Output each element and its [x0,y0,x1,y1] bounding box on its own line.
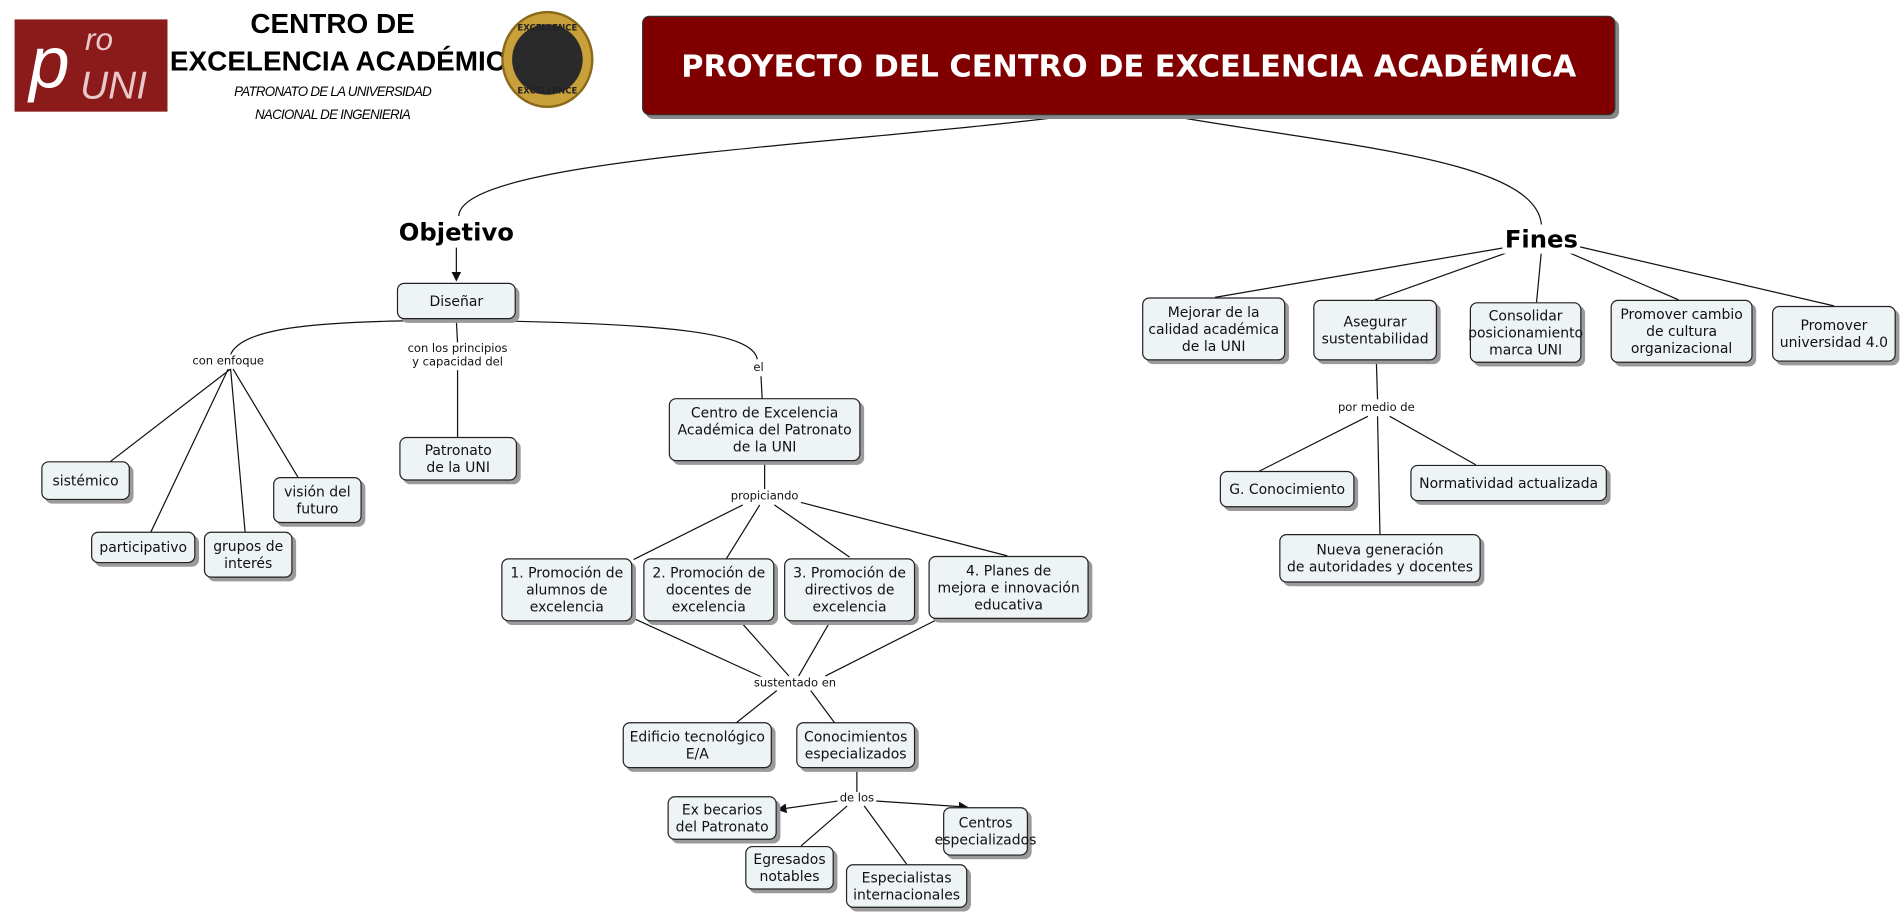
node-centros[interactable]: Centros especializados [935,807,1036,856]
link-de-los: de los [838,791,876,806]
node-nueva-generacion[interactable]: Nueva generación de autoridades y docent… [1279,534,1481,583]
node-consolidar-marca[interactable]: Consolidar posicionamiento marca UNI [1468,302,1583,363]
node-patronato[interactable]: Patronato de la UNI [399,436,518,481]
node-egresados[interactable]: Egresados notables [745,845,834,890]
header-line-1: CENTRO DE [250,7,415,39]
page-title: PROYECTO DEL CENTRO DE EXCELENCIA ACADÉM… [642,15,1616,116]
node-asegurar-sustentabilidad[interactable]: Asegurar sustentabilidad [1313,299,1438,361]
header-sub-2: NACIONAL DE INGENIERIA [254,108,411,123]
fines-label: Fines [1502,224,1581,254]
node-grupos-de-interes[interactable]: grupos de interés [203,531,293,578]
node-centro-excelencia[interactable]: Centro de Excelencia Académica del Patro… [668,398,861,462]
node-promover-cultura[interactable]: Promover cambio de cultura organizaciona… [1610,299,1753,363]
link-con-los-principios: con los principios y capacidad del [406,342,509,369]
node-promocion-alumnos[interactable]: 1. Promoción de alumnos de excelencia [501,558,633,622]
link-por-medio-de: por medio de [1336,401,1416,415]
node-participativo[interactable]: participativo [91,531,196,564]
link-con-enfoque: con enfoque [191,355,266,369]
header-line-2: EXCELENCIA ACADÉMICA [169,44,527,77]
node-promover-universidad[interactable]: Promover universidad 4.0 [1772,305,1896,362]
node-promocion-directivos[interactable]: 3. Promoción de directivos de excelencia [784,558,916,622]
node-edificio[interactable]: Edificio tecnológico E/A [622,722,772,769]
node-especialistas[interactable]: Especialistas internacionales [845,864,968,908]
node-disenar[interactable]: Diseñar [396,282,516,320]
node-g-conocimiento[interactable]: G. Conocimiento [1219,470,1355,508]
node-promocion-docentes[interactable]: 2. Promoción de docentes de excelencia [643,558,775,622]
header-sub-1: PATRONATO DE LA UNIVERSIDAD [234,84,432,100]
objetivo-label: Objetivo [396,217,517,247]
link-propiciando: propiciando [729,489,800,504]
node-normatividad[interactable]: Normatividad actualizada [1410,464,1607,502]
node-planes-mejora[interactable]: 4. Planes de mejora e innovación educati… [928,555,1089,619]
link-sustentado-en: sustentado en [752,676,838,690]
node-sistemico[interactable]: sistémico [41,461,130,501]
node-vision-del-futuro[interactable]: visión del futuro [273,476,362,524]
node-ex-becarios[interactable]: Ex becarios del Patronato [667,796,777,840]
node-conocimientos[interactable]: Conocimientos especializados [796,722,916,769]
link-el: el [752,361,765,375]
node-mejorar-calidad[interactable]: Mejorar de la calidad académica de la UN… [1142,297,1286,361]
